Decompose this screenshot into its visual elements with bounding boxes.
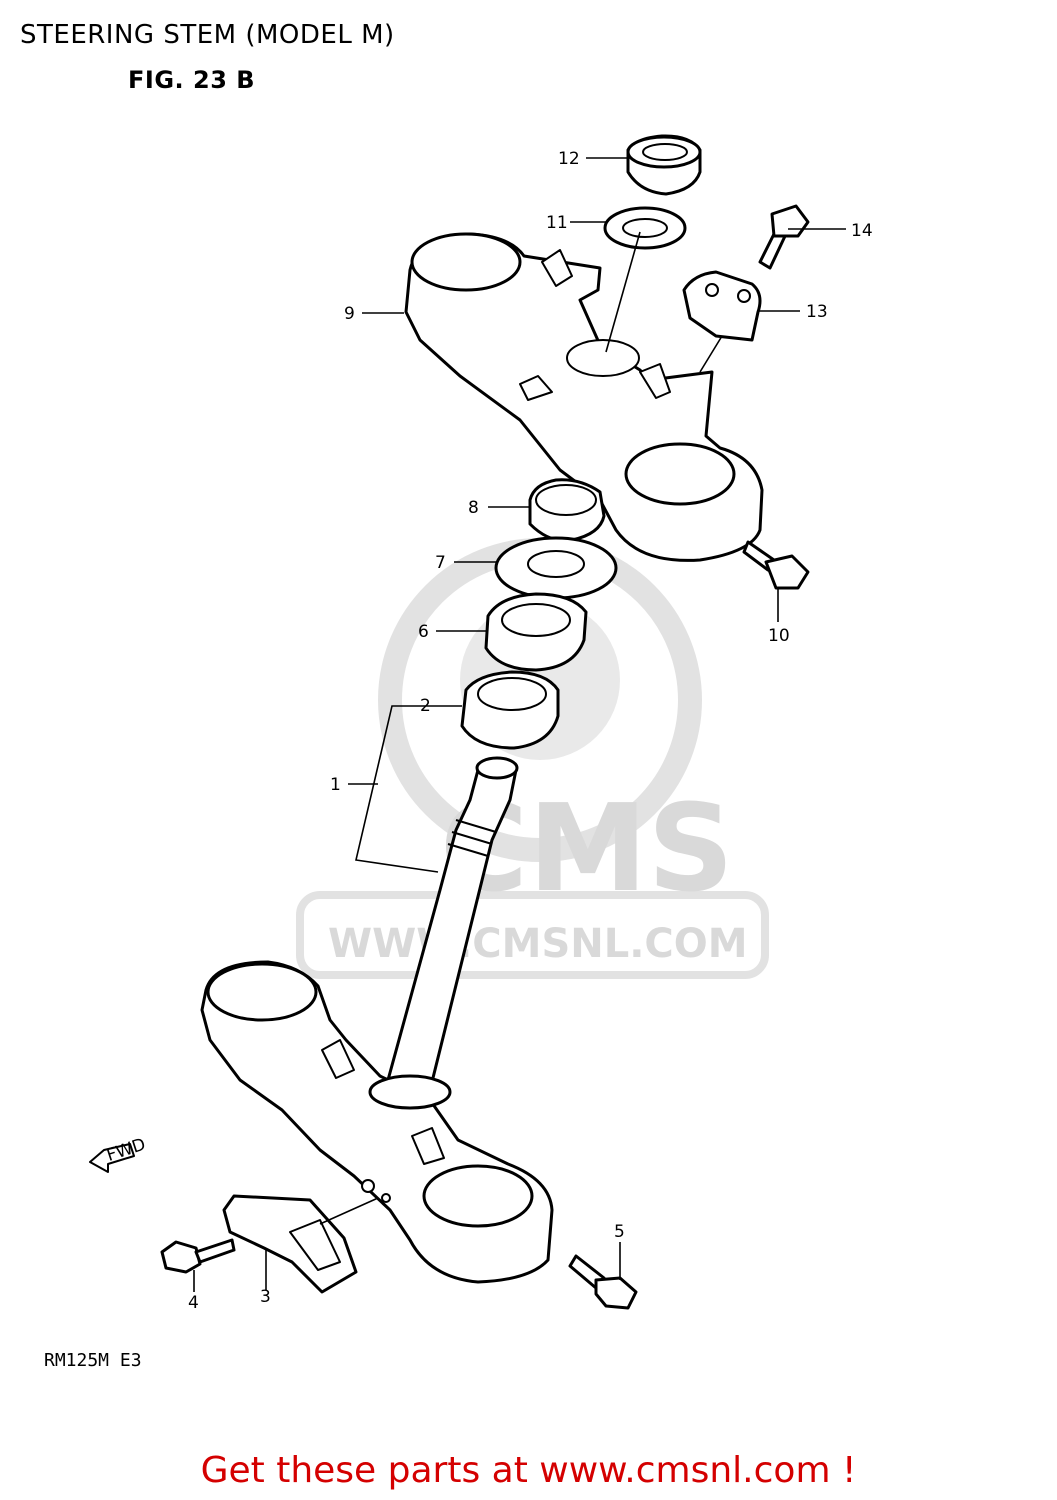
footer-link[interactable]: Get these parts at www.cmsnl.com ! — [200, 1450, 857, 1491]
callout-numbers: 12 11 14 13 9 8 7 6 10 2 1 5 3 4 — [188, 149, 873, 1313]
leader-lines — [193, 157, 846, 1292]
fwd-arrow-icon: FWD — [89, 1135, 148, 1173]
callout-8: 8 — [468, 498, 479, 518]
part-10-bolt — [742, 540, 810, 590]
callout-11: 11 — [546, 213, 568, 233]
part-2-bearing — [460, 670, 560, 750]
part-1-lower-bracket — [200, 960, 554, 1284]
watermark-url: WWW.CMSNL.COM — [328, 921, 748, 967]
callout-3: 3 — [260, 1287, 271, 1307]
part-5-bolt — [568, 1254, 638, 1310]
callout-2: 2 — [420, 696, 431, 716]
callout-13: 13 — [806, 302, 828, 322]
callout-7: 7 — [435, 553, 446, 573]
part-3-cable-guide — [222, 1194, 358, 1294]
callout-12: 12 — [558, 149, 580, 169]
fwd-label: FWD — [104, 1135, 148, 1166]
callout-9: 9 — [344, 304, 355, 324]
part-7-dust-seal — [494, 536, 618, 600]
part-6-bearing — [484, 592, 588, 672]
callout-1: 1 — [330, 775, 341, 795]
figure-label: FIG. 23 B — [128, 66, 256, 94]
part-4-bolt — [160, 1238, 236, 1274]
callout-10: 10 — [768, 626, 790, 646]
part-12-stem-nut — [626, 134, 702, 196]
callout-14: 14 — [851, 221, 873, 241]
part-8-nut — [528, 478, 606, 543]
part-11-washer — [603, 206, 687, 250]
part-13-handlebar-holder — [682, 270, 762, 342]
model-code: RM125M E3 — [44, 1350, 142, 1371]
callout-6: 6 — [418, 622, 429, 642]
part-9-upper-bracket — [404, 232, 764, 562]
callout-4: 4 — [188, 1293, 199, 1313]
part-14-bolt — [758, 204, 810, 270]
callout-5: 5 — [614, 1222, 625, 1242]
page-title: STEERING STEM (MODEL M) — [20, 20, 395, 50]
